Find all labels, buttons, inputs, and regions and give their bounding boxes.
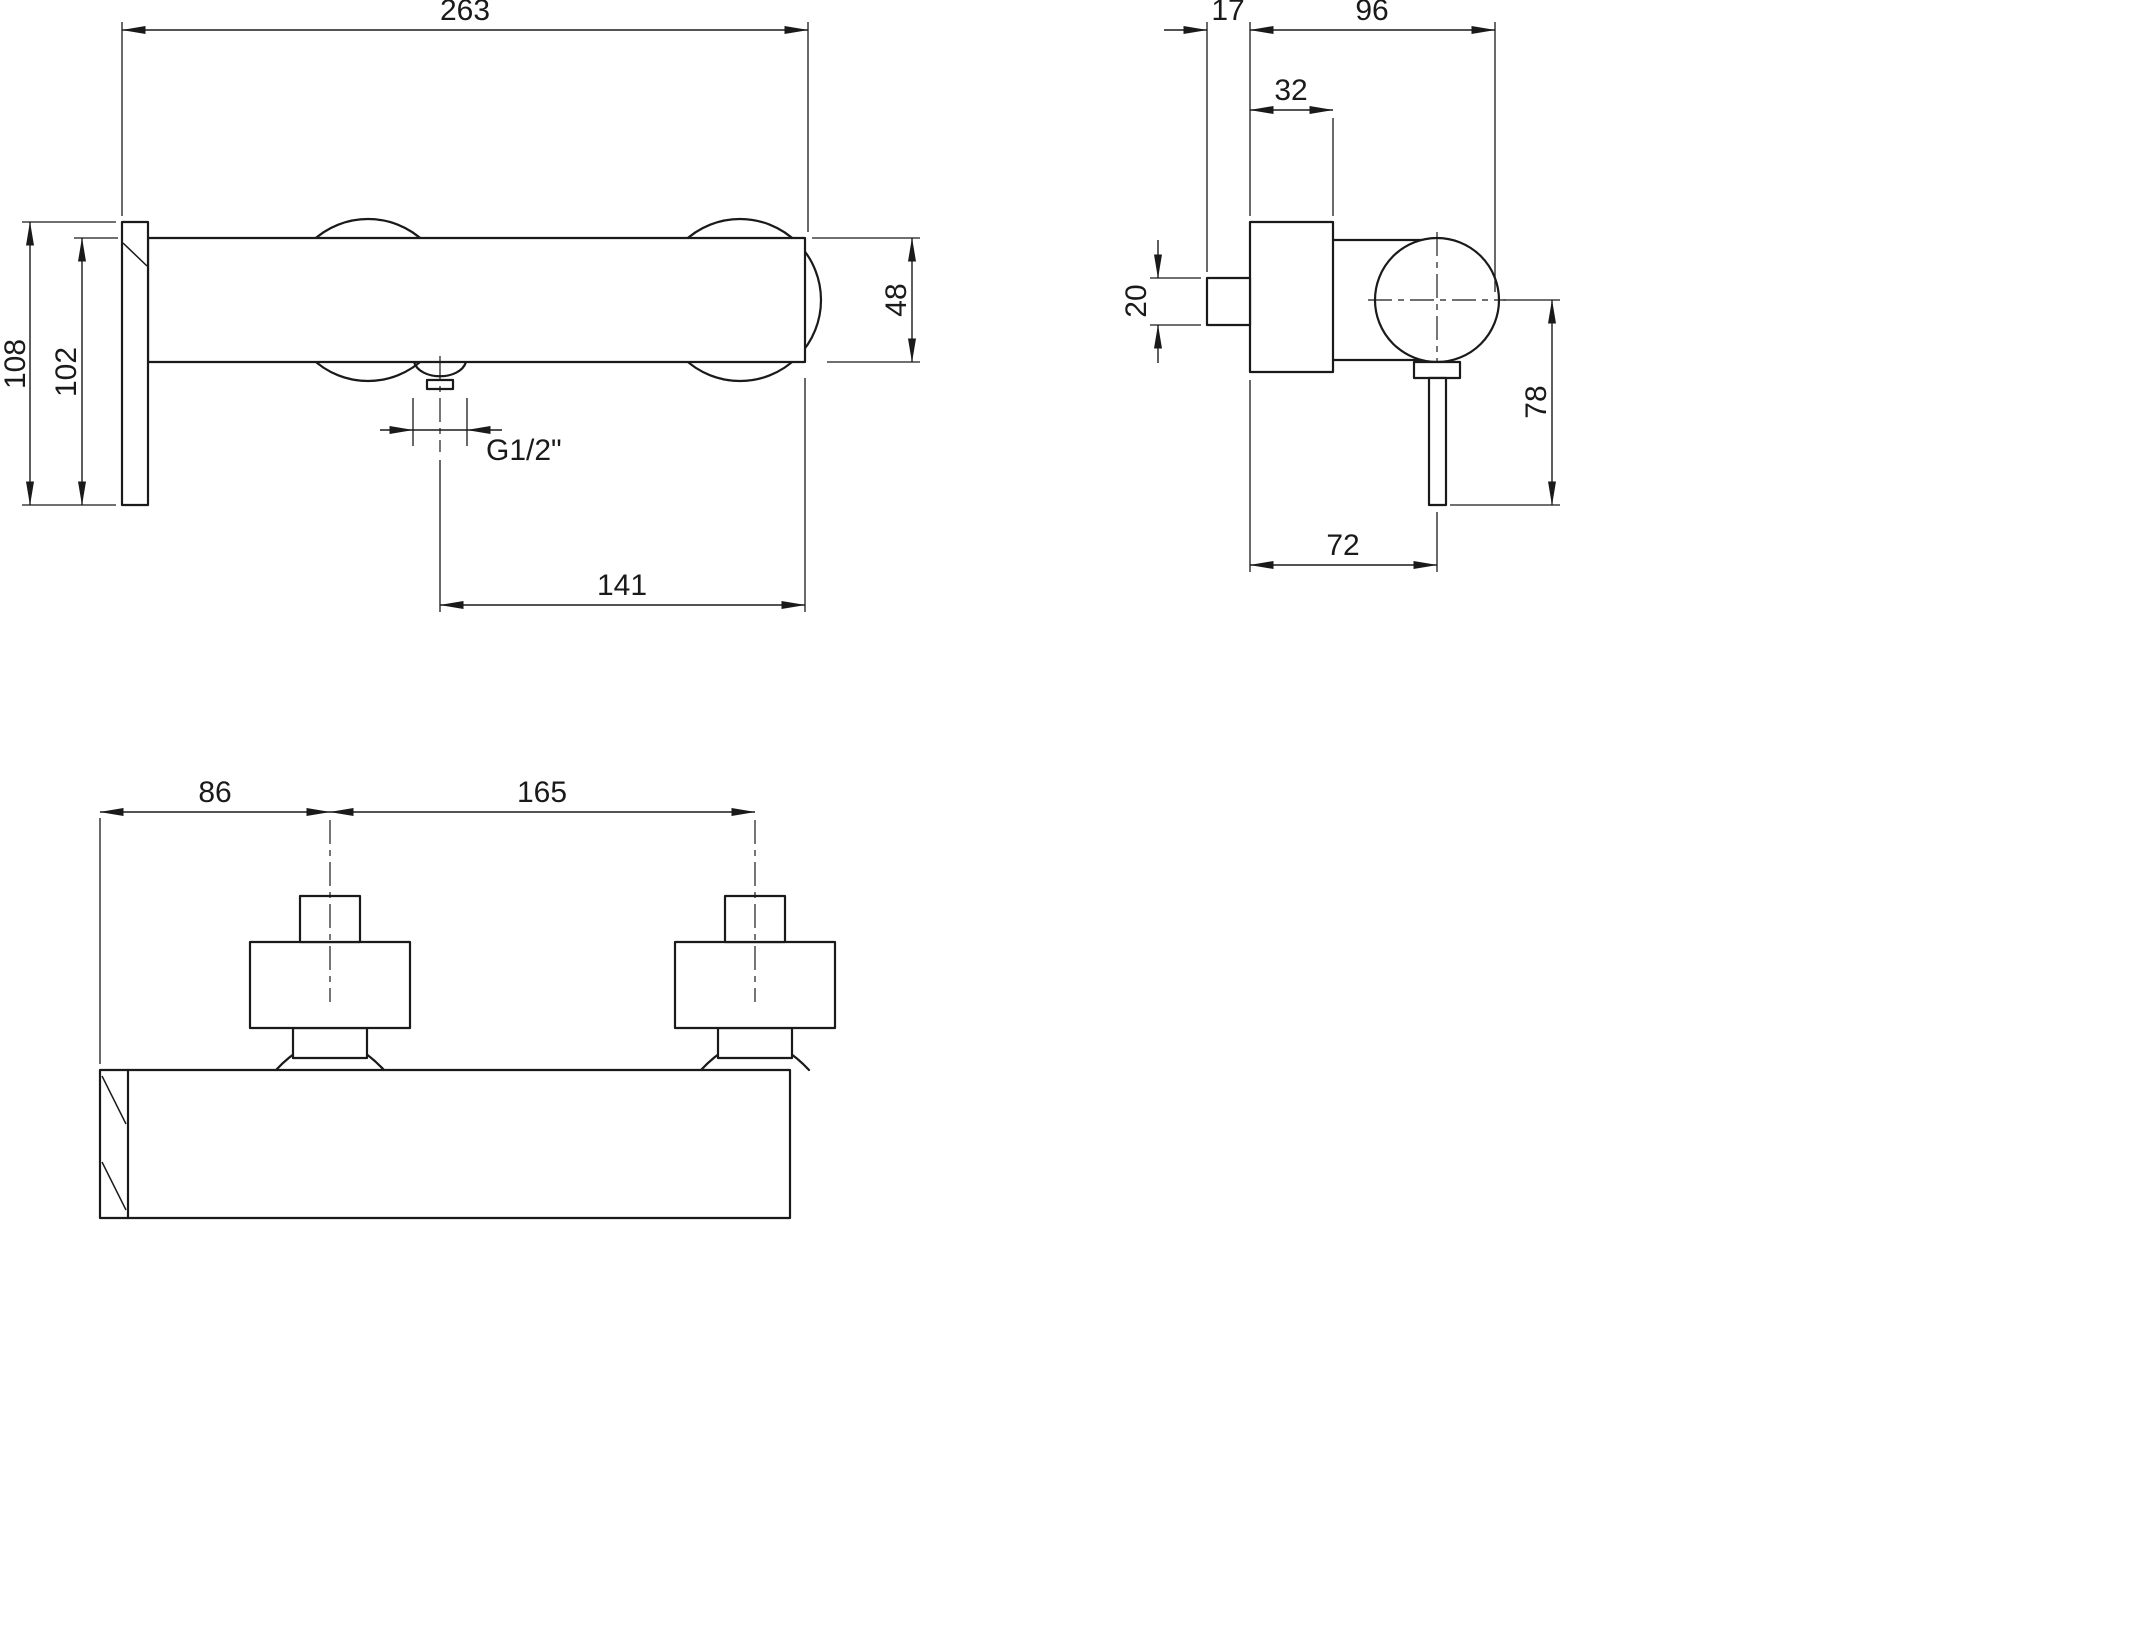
dim-total-depth: 96	[1249, 0, 1496, 292]
handle-hub-outline	[1412, 360, 1462, 380]
dim-end-to-center: 86	[99, 776, 331, 1064]
handle-cap-detail	[101, 1161, 127, 1211]
dim-total-depth-label: 96	[1355, 0, 1388, 27]
dim-plate-depth: 32	[1249, 74, 1334, 216]
dim-outlet-thread: G1/2"	[380, 398, 562, 467]
dim-body-center-depth-label: 72	[1326, 529, 1359, 562]
bottom-view: 86 165	[98, 776, 837, 1220]
handle-lever-outline	[120, 220, 150, 507]
outlet-fitting	[412, 356, 468, 452]
dim-outlet-to-end-label: 141	[597, 569, 647, 602]
dim-centers-distance-label: 165	[517, 776, 567, 809]
connection-neck	[291, 1026, 369, 1060]
dim-front-body-height: 48	[812, 237, 920, 363]
dim-outlet-to-end: 141	[439, 378, 806, 612]
dim-front-width-label: 263	[440, 0, 490, 27]
dim-handle-drop-label: 78	[1520, 385, 1553, 418]
dim-front-height-handle: 102	[50, 237, 118, 506]
outlet-stub-outline	[1205, 276, 1252, 327]
dim-plate-depth-label: 32	[1274, 74, 1307, 107]
dim-outlet-height: 20	[1120, 240, 1201, 363]
dim-front-height-handle-label: 102	[50, 347, 83, 397]
handle-detail-line	[122, 242, 148, 267]
connection-neck	[716, 1026, 794, 1060]
dim-front-width: 263	[121, 0, 809, 232]
mixer-body-outline	[146, 236, 807, 364]
dim-front-height-total: 108	[0, 221, 116, 506]
dim-outlet-projection-label: 17	[1211, 0, 1244, 27]
dim-front-body-height-label: 48	[880, 283, 913, 316]
dim-outlet-thread-label: G1/2"	[486, 434, 562, 467]
handle-lever-side-outline	[1427, 376, 1448, 507]
dim-outlet-projection: 17	[1164, 0, 1251, 272]
body-bar-outline	[98, 1068, 792, 1220]
wall-plate-outline	[1248, 220, 1335, 374]
side-view: 17 96 32 20 78	[1120, 0, 1560, 572]
dim-handle-drop: 78	[1450, 299, 1560, 506]
dim-front-height-total-label: 108	[0, 339, 32, 389]
front-view: 263 108 102 48 G1/2"	[0, 0, 920, 612]
handle-cap-detail	[101, 1075, 127, 1125]
dim-centers-distance: 165	[329, 776, 756, 816]
dim-outlet-height-label: 20	[1120, 284, 1153, 317]
dim-end-to-center-label: 86	[198, 776, 231, 809]
dim-body-center-depth: 72	[1249, 380, 1438, 572]
body-circle-outline	[1373, 236, 1501, 364]
